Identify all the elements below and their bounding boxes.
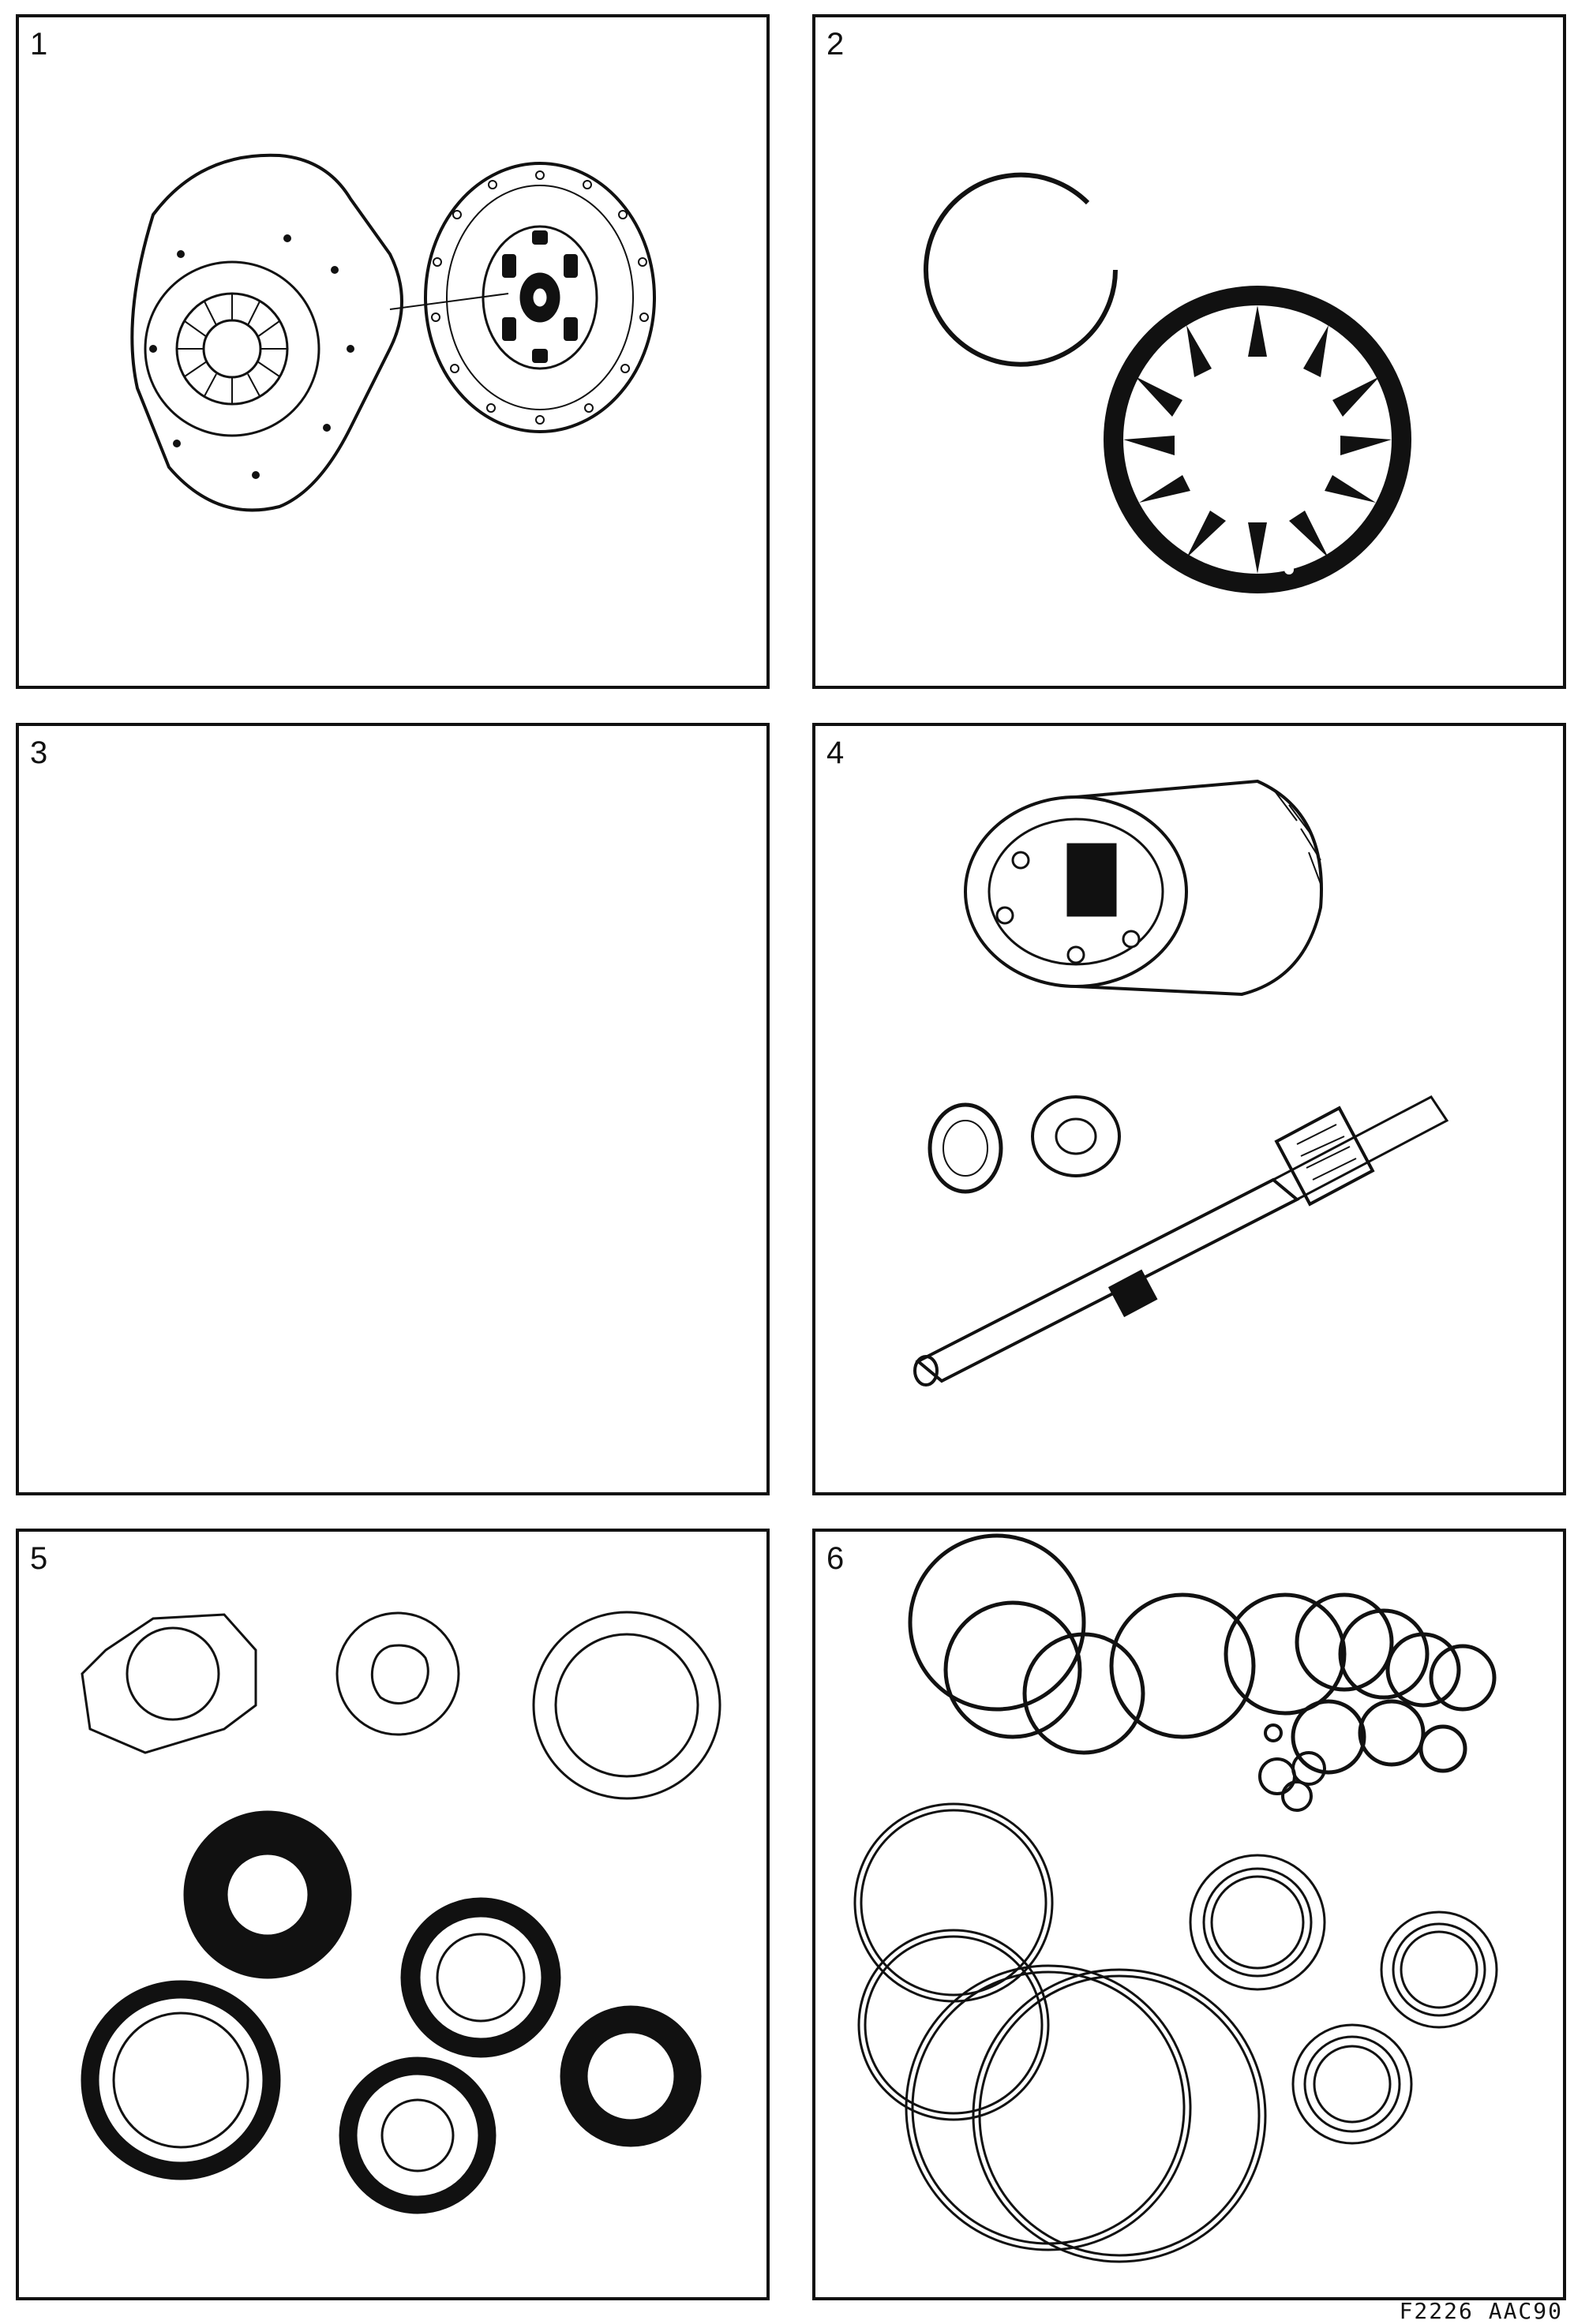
panel-number: 4 <box>826 735 845 770</box>
panel-4: 4 <box>812 723 1566 1495</box>
panel-number: 1 <box>30 27 48 62</box>
differential-illustration <box>913 779 1449 1387</box>
panel-number: 5 <box>30 1541 48 1576</box>
panel-number: 3 <box>30 735 48 770</box>
reference-code: F2226 AAC90 <box>1399 2298 1563 2324</box>
panel-6: 6 <box>812 1529 1566 2300</box>
o-rings-illustration <box>853 1533 1498 2263</box>
panel-number: 2 <box>826 27 845 62</box>
panel-5: 5 <box>16 1529 770 2300</box>
panel-1: 1 <box>16 14 770 689</box>
panel-3: 3 <box>16 723 770 1495</box>
clutch-illustration <box>130 153 656 512</box>
panel-number: 6 <box>826 1541 845 1576</box>
washers-illustration <box>81 1611 721 2214</box>
panel-2: 2 <box>812 14 1566 689</box>
snap-ring-illustration <box>924 172 1411 593</box>
